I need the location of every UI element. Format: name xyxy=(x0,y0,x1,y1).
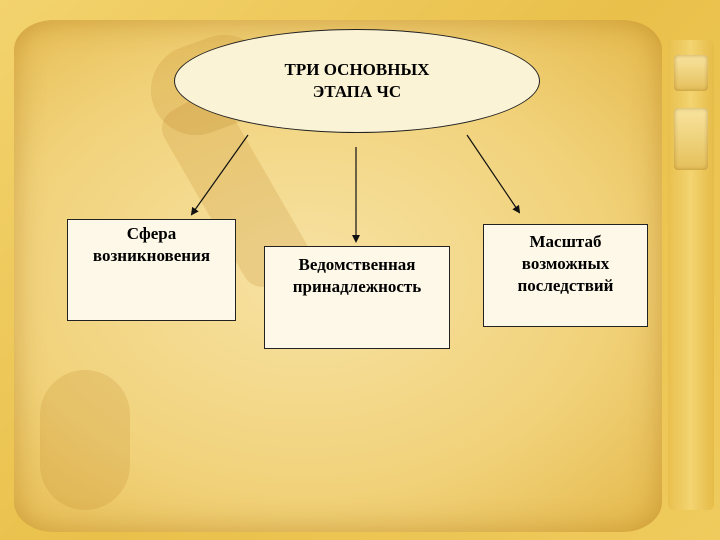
root-node-label: ТРИ ОСНОВНЫХ ЭТАПА ЧС xyxy=(284,60,430,101)
node-sphere: Сфера возникновения xyxy=(67,219,236,321)
control-knob xyxy=(674,108,708,170)
control-knob xyxy=(674,55,708,91)
node-scale: Масштаб возможных последствий xyxy=(483,224,648,327)
root-node: ТРИ ОСНОВНЫХ ЭТАПА ЧС xyxy=(174,29,540,133)
node-department: Ведомственная принадлежность xyxy=(264,246,450,349)
